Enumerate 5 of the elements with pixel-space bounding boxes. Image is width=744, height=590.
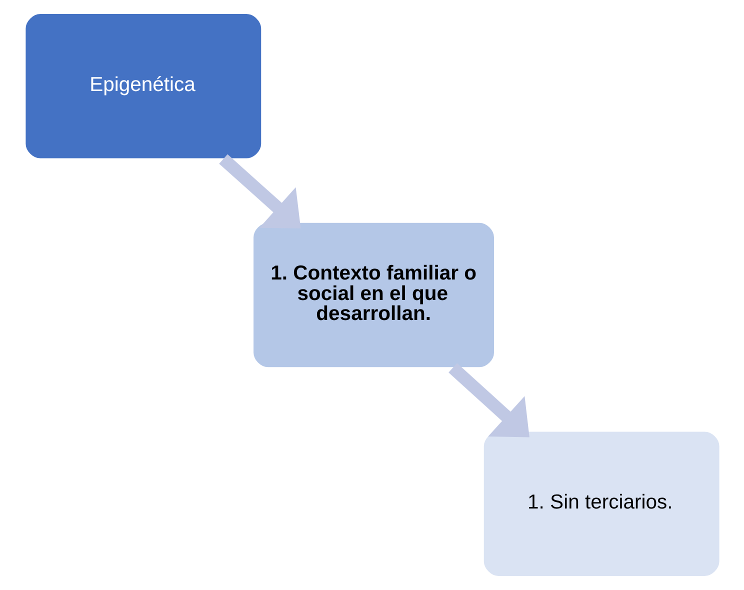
node-box: 1. Contexto familiar o social en el que desarrollan.: [252, 222, 495, 368]
arrow: [448, 363, 529, 438]
node-box: Epigenética: [24, 12, 262, 160]
node-box: 1. Sin terciarios.: [482, 430, 720, 578]
arrow: [218, 154, 300, 228]
